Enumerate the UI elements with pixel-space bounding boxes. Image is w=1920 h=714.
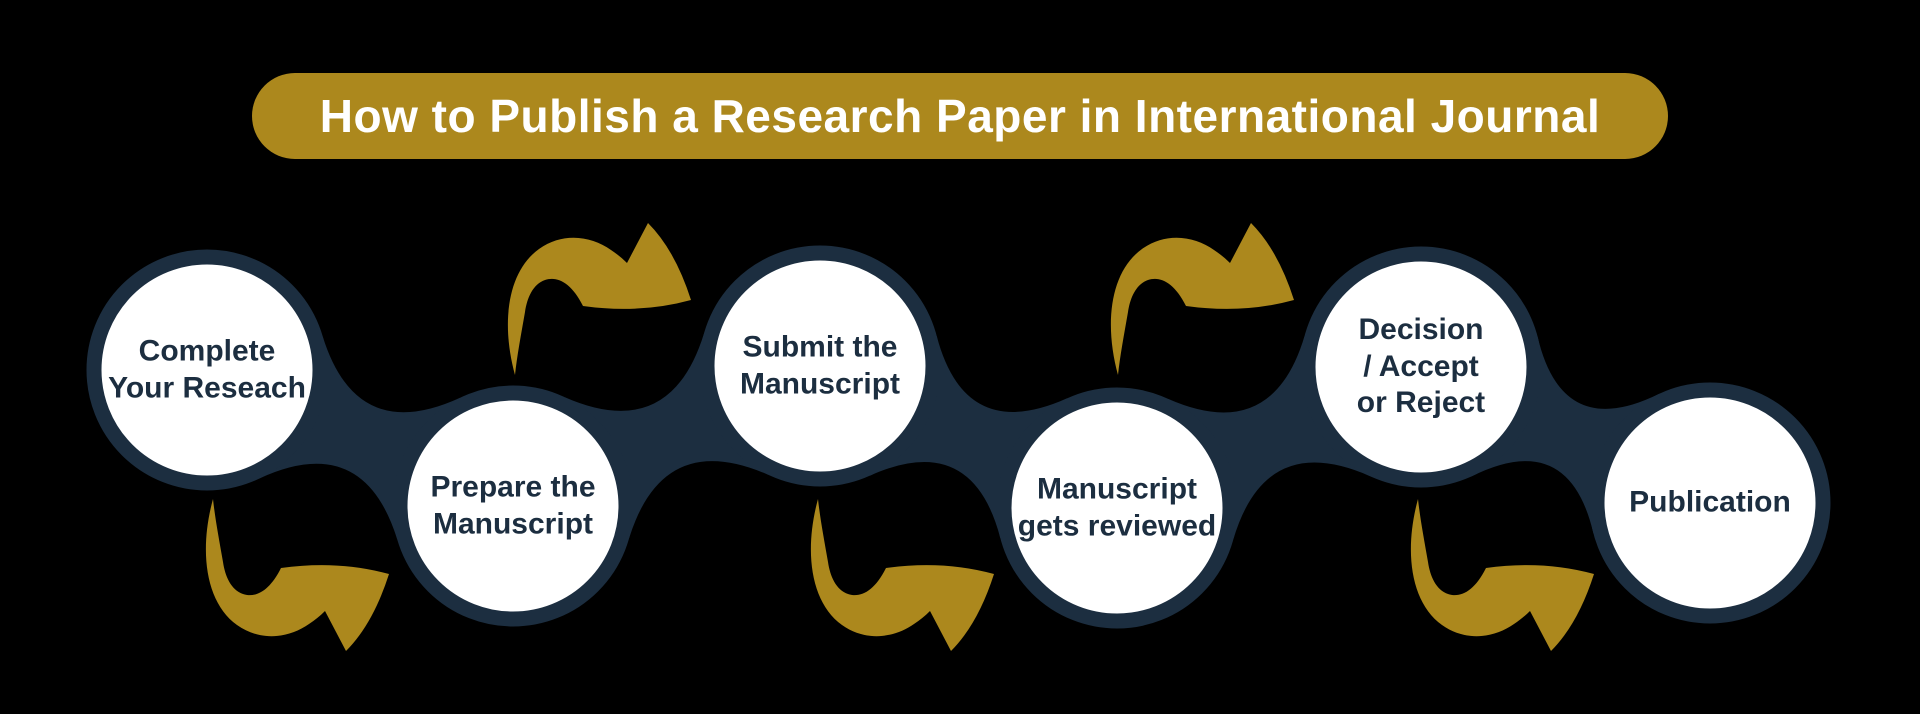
flow-arrow-1-2-down — [205, 499, 389, 651]
flow-arrow-3-4-down — [810, 499, 994, 651]
flow-arrow-4-5-up — [1110, 223, 1294, 375]
step-circle-2 — [392, 385, 634, 627]
flow-arrow-2-3-up — [507, 223, 691, 375]
step-circle-4 — [996, 387, 1238, 629]
title-banner: How to Publish a Research Paper in Inter… — [252, 73, 1668, 159]
title-text: How to Publish a Research Paper in Inter… — [319, 90, 1601, 142]
step-circle-5 — [1300, 246, 1542, 488]
step-circle-3 — [699, 245, 941, 487]
flow-arrow-5-6-down — [1410, 499, 1594, 651]
step-circle-1 — [86, 249, 328, 491]
step-circle-6 — [1589, 382, 1831, 624]
